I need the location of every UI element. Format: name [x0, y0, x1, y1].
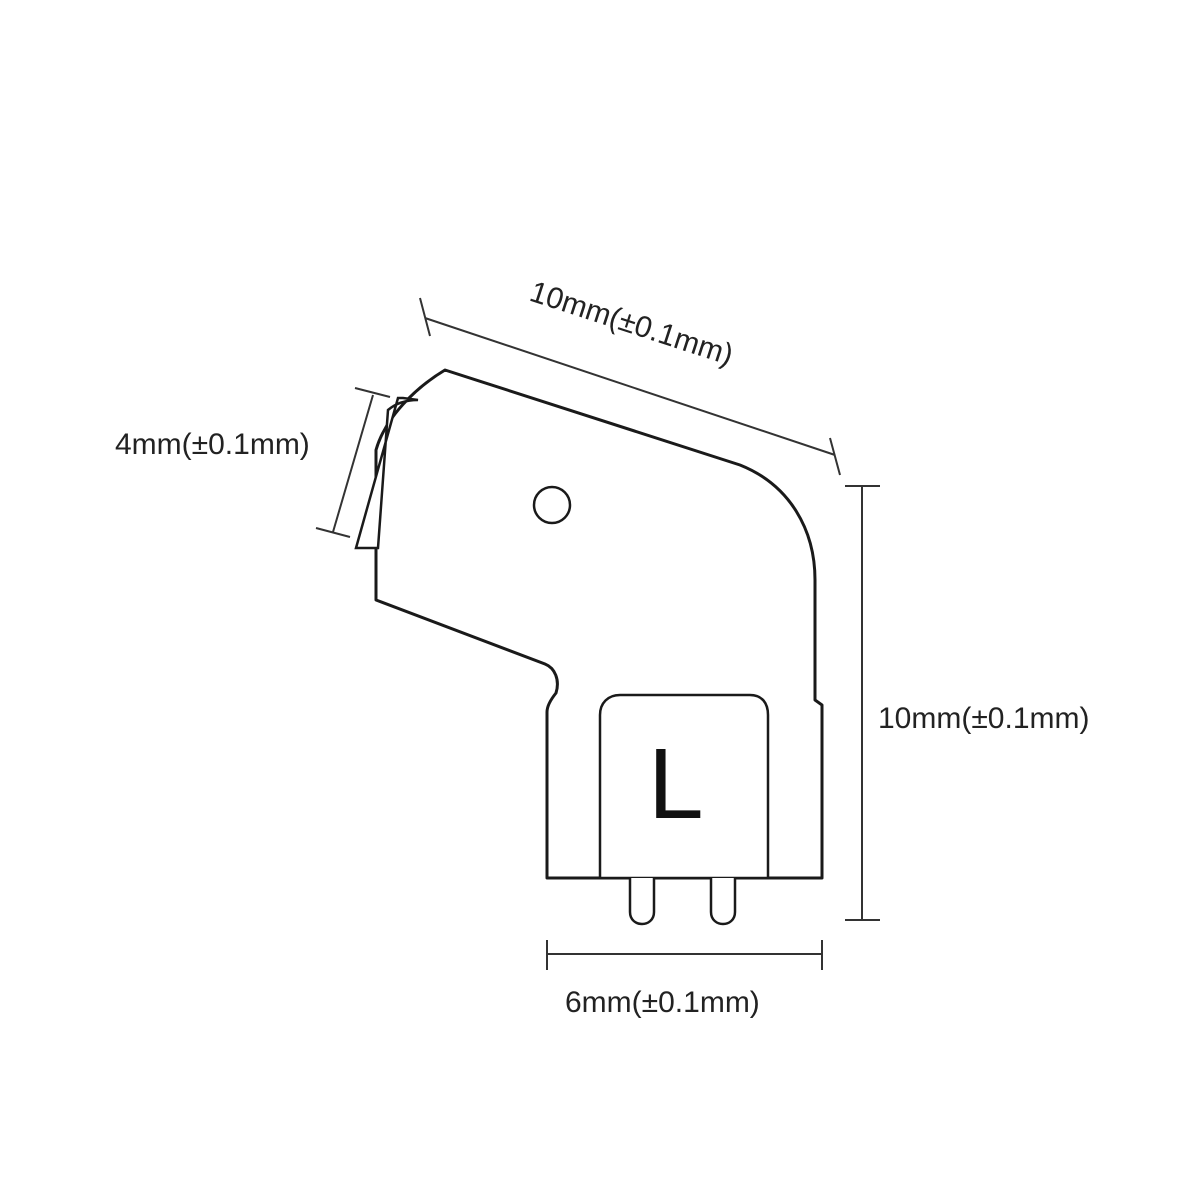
pin-left: [628, 878, 656, 926]
side-dimension: 4mm(±0.1mm): [115, 387, 391, 538]
pin-right: [709, 878, 737, 926]
bottom-dimension: 6mm(±0.1mm): [546, 940, 823, 1019]
side-dimension-label: 4mm(±0.1mm): [115, 428, 310, 461]
right-dimension: 10mm(±0.1mm): [845, 485, 1089, 921]
cable-plate: [354, 396, 419, 550]
right-dimension-label: 10mm(±0.1mm): [878, 702, 1089, 735]
side-label-letter: L: [648, 728, 704, 840]
plug-face: [598, 693, 770, 880]
mounting-hole: [532, 485, 572, 525]
bottom-dimension-label: 6mm(±0.1mm): [565, 986, 760, 1019]
top-dimension-label: 10mm(±0.1mm): [526, 275, 737, 372]
